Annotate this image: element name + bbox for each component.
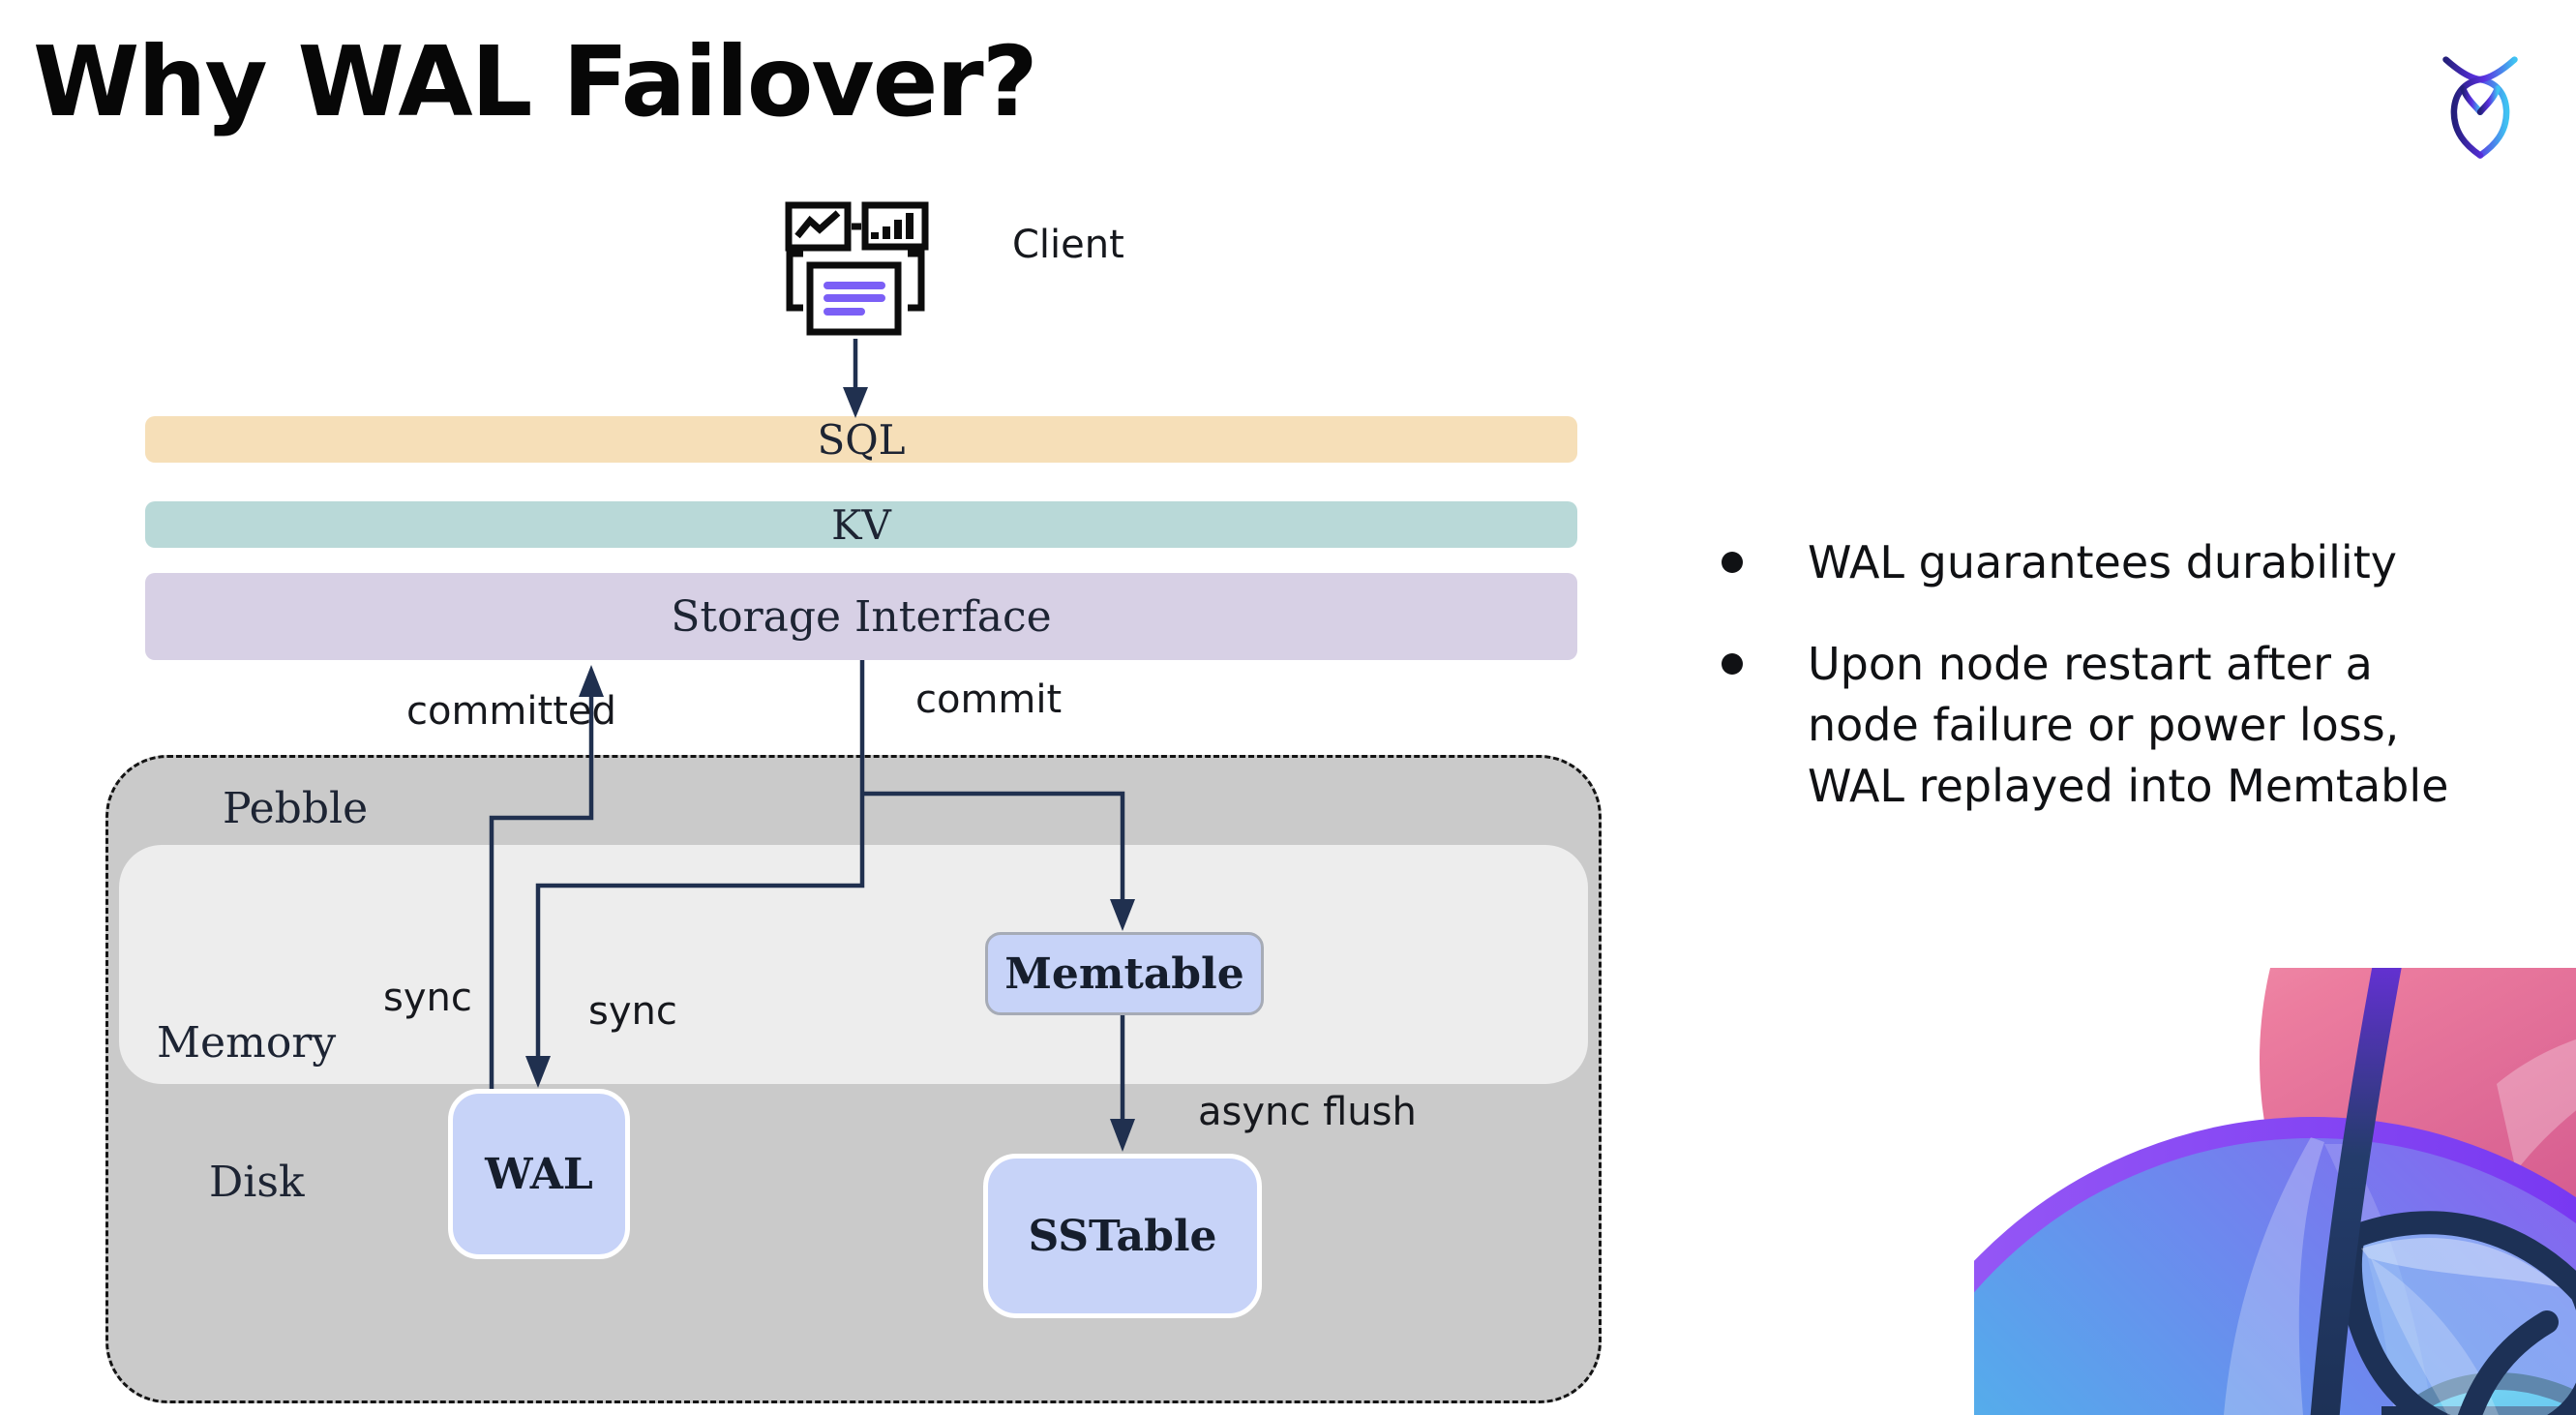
bullet-text-line: WAL replayed into Memtable [1808,760,2449,812]
cockroachdb-logo-icon [2442,56,2518,159]
client-label: Client [1012,223,1124,267]
brand-art [1974,968,2576,1415]
client-icon [785,201,929,336]
memory-band [119,845,1588,1084]
edge-label-sync-right: sync [588,989,677,1034]
bullet-icon [1722,653,1743,675]
bullet-text: WAL guarantees durability [1808,536,2397,588]
list-item: Upon node restart after a node failure o… [1722,634,2544,817]
sstable-node: SSTable [983,1154,1262,1318]
page-title: Why WAL Failover? [33,25,1038,138]
bullet-icon [1722,552,1743,573]
edge-label-committed: committed [406,689,616,734]
edge-label-sync-left: sync [383,976,472,1020]
edge-label-commit: commit [915,677,1063,722]
art-leaf [2338,1211,2576,1415]
pebble-title: Pebble [223,784,369,833]
edge-label-async-flush: async flush [1198,1090,1417,1134]
layer-kv: KV [145,501,1577,549]
disk-label: Disk [209,1158,305,1207]
memory-label: Memory [157,1018,337,1068]
bullet-text-line: node failure or power loss, [1808,699,2400,751]
list-item: WAL guarantees durability [1722,532,2544,593]
layer-sql: SQL [145,416,1577,464]
bullet-text-line: Upon node restart after a [1808,638,2373,690]
layer-storage-interface: Storage Interface [145,573,1577,660]
bullet-list: WAL guarantees durability Upon node rest… [1722,532,2544,858]
art-antenna-band [2310,968,2402,1415]
memtable-node: Memtable [985,932,1264,1015]
arrowhead-sql [843,387,868,418]
wal-node: WAL [448,1089,630,1259]
